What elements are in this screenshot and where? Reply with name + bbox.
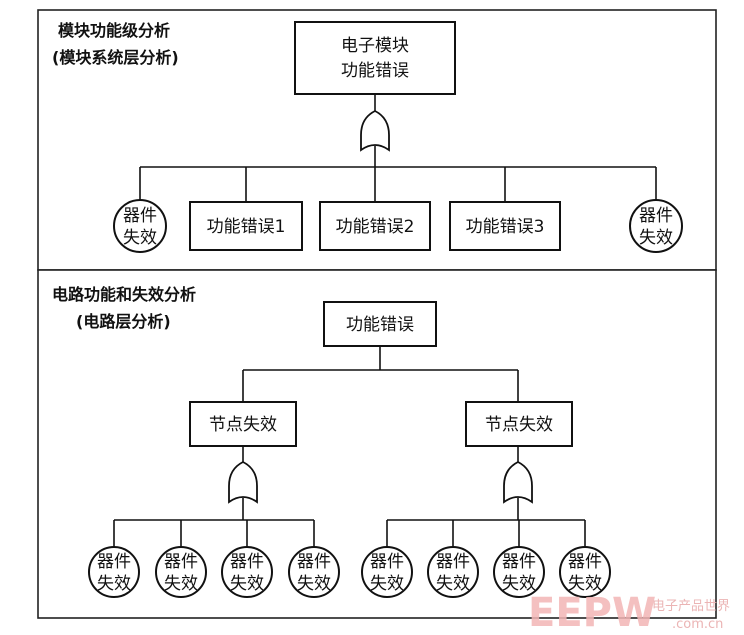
or-gate xyxy=(228,460,258,504)
device-failure-circle xyxy=(559,546,611,598)
module-level-subtitle: (模块系统层分析) xyxy=(52,48,179,67)
device-failure-label-2: 失效 xyxy=(639,228,673,248)
function-error-label-1: 功能错误1 xyxy=(207,217,286,237)
device-failure-label-2: 失效 xyxy=(370,574,404,594)
node-failure-box-1 xyxy=(189,401,297,447)
device-failure-label-1: 器件 xyxy=(123,206,157,226)
device-failure-label-1: 器件 xyxy=(436,552,470,572)
device-failure-circle xyxy=(221,546,273,598)
circuit-level-subtitle: (电路层分析) xyxy=(76,312,171,331)
module-root-label-2: 功能错误 xyxy=(341,61,409,81)
device-failure-label-2: 失效 xyxy=(97,574,131,594)
device-failure-label-2: 失效 xyxy=(436,574,470,594)
device-failure-label-1: 器件 xyxy=(97,552,131,572)
circuit-root-label: 功能错误 xyxy=(346,315,414,335)
device-failure-circle xyxy=(493,546,545,598)
watermark-logo-text: EEPW xyxy=(528,590,656,635)
device-failure-circle xyxy=(288,546,340,598)
function-error-box-3 xyxy=(449,201,561,251)
device-failure-label-1: 器件 xyxy=(502,552,536,572)
device-failure-label-1: 器件 xyxy=(164,552,198,572)
device-failure-circle xyxy=(113,199,167,253)
device-failure-label-2: 失效 xyxy=(502,574,536,594)
device-failure-label-1: 器件 xyxy=(370,552,404,572)
function-error-label-2: 功能错误2 xyxy=(336,217,415,237)
device-failure-circle xyxy=(629,199,683,253)
watermark-logo: EEPW 电子产品世界 .com.cn xyxy=(528,590,730,635)
node-failure-box-2 xyxy=(465,401,573,447)
device-failure-label-1: 器件 xyxy=(230,552,264,572)
device-failure-label-2: 失效 xyxy=(568,574,602,594)
device-failure-label-1: 器件 xyxy=(568,552,602,572)
device-failure-circle xyxy=(427,546,479,598)
module-root-label-1: 电子模块 xyxy=(341,36,409,56)
device-failure-circle xyxy=(361,546,413,598)
or-gate xyxy=(503,460,533,504)
watermark-url-text: .com.cn xyxy=(672,617,723,632)
circuit-root-event xyxy=(323,301,437,347)
circuit-level-title: 电路功能和失效分析 xyxy=(52,285,196,304)
device-failure-label-1: 器件 xyxy=(297,552,331,572)
function-error-box-2 xyxy=(319,201,431,251)
or-gate xyxy=(360,109,390,152)
device-failure-circle xyxy=(155,546,207,598)
device-failure-circle xyxy=(88,546,140,598)
device-failure-label-2: 失效 xyxy=(164,574,198,594)
device-failure-label-2: 失效 xyxy=(123,228,157,248)
function-error-box-1 xyxy=(189,201,303,251)
module-root-event xyxy=(294,21,456,95)
module-level-title: 模块功能级分析 xyxy=(58,21,170,40)
node-failure-label-2: 节点失效 xyxy=(485,415,553,435)
watermark-sub-text: 电子产品世界 xyxy=(652,599,730,614)
function-error-label-3: 功能错误3 xyxy=(466,217,545,237)
device-failure-label-1: 器件 xyxy=(639,206,673,226)
device-failure-label-2: 失效 xyxy=(230,574,264,594)
node-failure-label-1: 节点失效 xyxy=(209,415,277,435)
device-failure-label-2: 失效 xyxy=(297,574,331,594)
